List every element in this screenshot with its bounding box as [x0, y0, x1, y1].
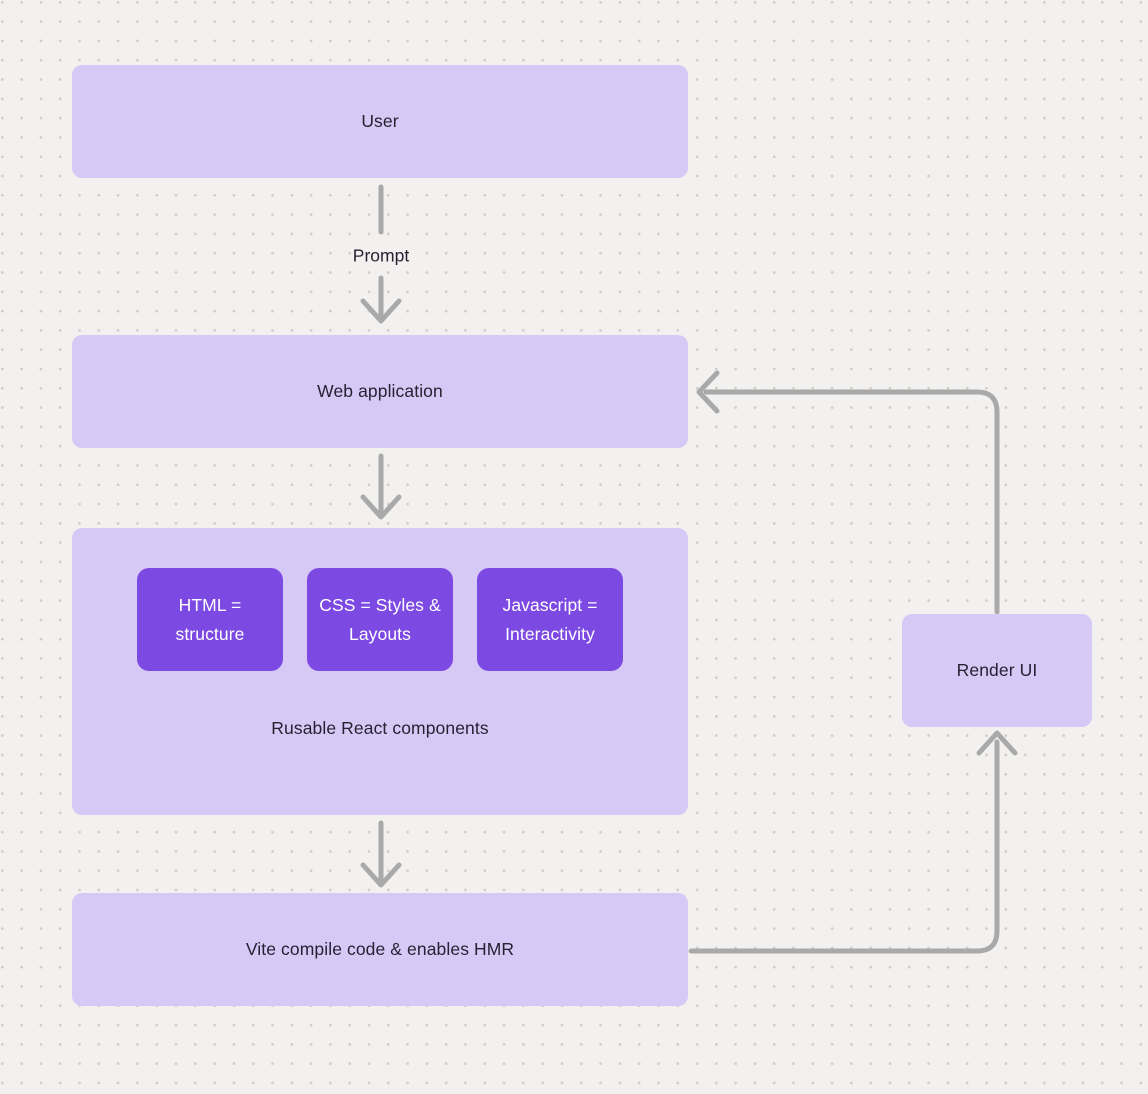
- node-vite-label: Vite compile code & enables HMR: [245, 939, 515, 959]
- node-render-ui: Render UI: [902, 614, 1092, 727]
- node-user: User: [72, 65, 688, 178]
- chip-html-label: HTML = structure: [175, 594, 245, 644]
- arrow-left-icon: [696, 370, 720, 414]
- node-components-group: HTML = structure CSS = Styles & Layouts …: [72, 528, 688, 815]
- chip-css: CSS = Styles & Layouts: [307, 568, 453, 671]
- edge-renderui-to-webapp: [703, 389, 1000, 615]
- node-web-application-label: Web application: [317, 381, 443, 401]
- arrow-down-icon: [360, 298, 402, 324]
- node-vite: Vite compile code & enables HMR: [72, 893, 688, 1006]
- edge-vite-to-renderui: [688, 739, 1000, 954]
- node-render-ui-label: Render UI: [956, 660, 1038, 680]
- components-group-caption: Rusable React components: [271, 718, 489, 738]
- chip-css-label: CSS = Styles & Layouts: [319, 594, 441, 644]
- arrow-down-icon: [360, 494, 402, 520]
- node-user-label: User: [361, 111, 399, 131]
- chip-javascript: Javascript = Interactivity: [477, 568, 623, 671]
- chip-html: HTML = structure: [137, 568, 283, 671]
- arrow-up-icon: [976, 730, 1018, 756]
- edge-label-prompt: Prompt: [352, 245, 410, 266]
- chip-javascript-label: Javascript = Interactivity: [502, 594, 598, 644]
- arrow-down-icon: [360, 862, 402, 888]
- node-web-application: Web application: [72, 335, 688, 448]
